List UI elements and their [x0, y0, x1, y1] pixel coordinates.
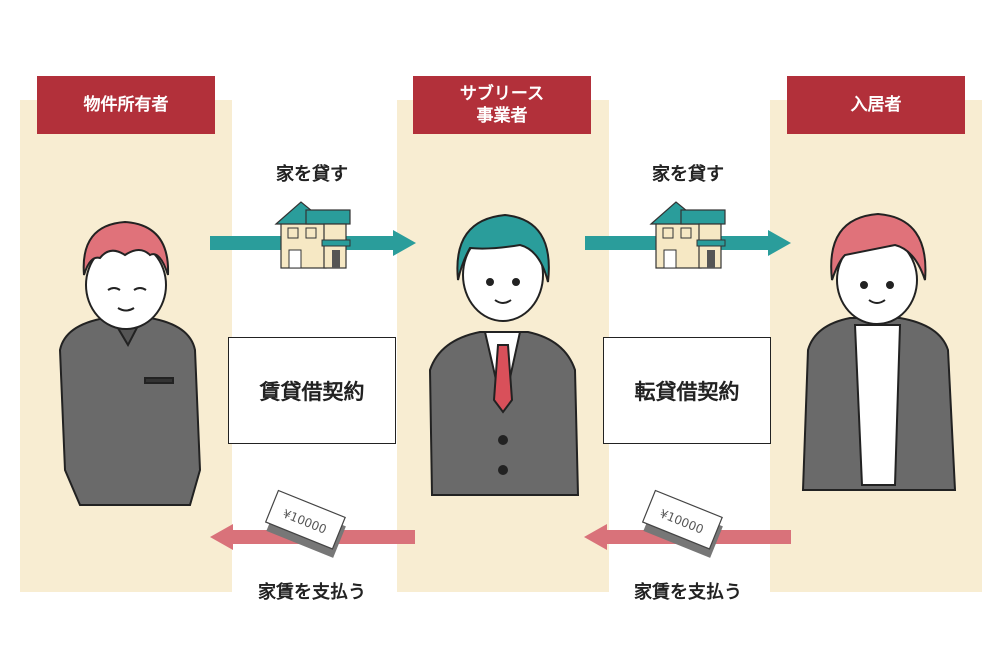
tenant-figure [801, 212, 957, 491]
pay-label-2: 家賃を支払う [634, 582, 742, 603]
money-bill-icon: ¥10000 [641, 489, 723, 558]
sublease-contract-box: 転貸借契約 [603, 337, 771, 444]
sublease-header-line1: サブリース [459, 84, 545, 104]
lend-label-2: 家を貸す [652, 164, 724, 185]
pay-label-1: 家賃を支払う [258, 582, 366, 603]
money-bill-icon: ¥10000 [264, 489, 346, 558]
owner-figure [58, 220, 202, 506]
owner-header: 物件所有者 [37, 76, 215, 134]
lease-contract-box: 賃貸借契約 [228, 337, 396, 444]
tenant-header: 入居者 [787, 76, 965, 134]
sublease-header-line2: 事業者 [476, 106, 528, 126]
sublease-staff-figure [428, 213, 580, 496]
lend-label-1: 家を貸す [276, 164, 348, 185]
sublease-header: サブリース 事業者 [413, 76, 591, 134]
house-icon [649, 201, 726, 269]
house-icon [274, 201, 351, 269]
